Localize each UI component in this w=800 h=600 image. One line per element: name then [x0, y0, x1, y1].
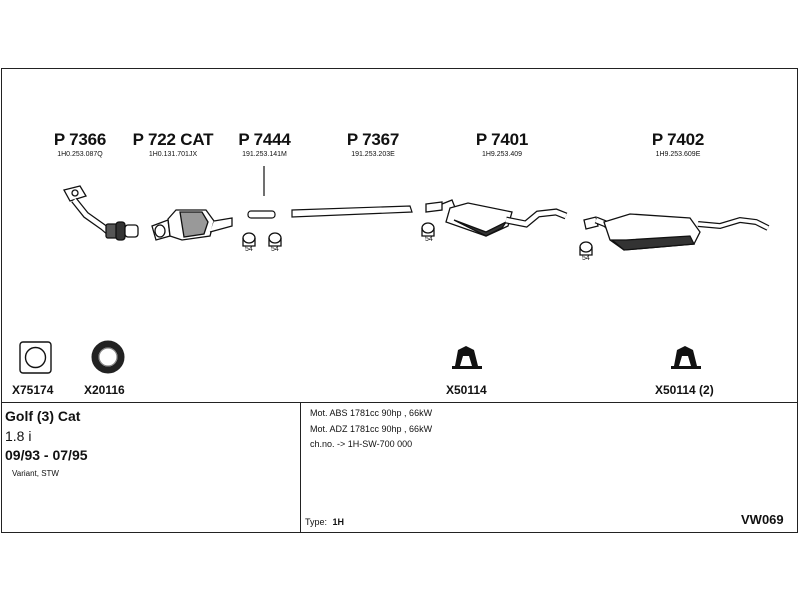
part-oem-number: 1H9.253.609E [655, 151, 701, 158]
type-value: 1H [332, 517, 345, 527]
middle-pipe-drawing[interactable] [291, 205, 413, 218]
part-p722cat[interactable]: P 722 CAT 1H0.131.701JX [118, 130, 228, 158]
diagram-code: VW069 [741, 512, 784, 527]
divider-horizontal [1, 402, 798, 403]
clamp-drawing[interactable] [242, 222, 593, 256]
part-oem-number: 191.253.141M [242, 151, 287, 158]
middle-silencer-drawing[interactable] [425, 199, 568, 237]
type-label-text: Type: [305, 517, 328, 527]
clamp-number: 54 [425, 236, 433, 243]
part-code: P 7402 [651, 130, 705, 149]
diagram-frame [1, 68, 798, 533]
part-p7402[interactable]: P 7402 1H9.253.609E [638, 130, 718, 158]
vehicle-engine: 1.8 i [5, 428, 32, 444]
gasket-ring-drawing[interactable] [91, 340, 125, 374]
clamp-number: 54 [245, 246, 253, 253]
divider-vertical [300, 402, 301, 533]
vehicle-variant: Variant, STW [12, 469, 59, 478]
accessory-label: X75174 [12, 383, 54, 397]
part-code: P 7401 [475, 130, 529, 149]
clamp-number: 54 [582, 255, 590, 262]
part-code: P 7444 [238, 130, 291, 149]
rubber-mount-drawing[interactable] [671, 346, 701, 369]
part-p7401[interactable]: P 7401 1H9.253.409 [462, 130, 542, 158]
part-p7444[interactable]: P 7444 191.253.141M [227, 130, 302, 158]
clamp-number: 54 [271, 246, 279, 253]
part-oem-number: 1H9.253.409 [481, 151, 523, 158]
part-code: P 722 CAT [132, 130, 214, 149]
catalytic-converter-drawing[interactable] [151, 209, 233, 241]
part-p7367[interactable]: P 7367 191.253.203E [333, 130, 413, 158]
part-oem-number: 1H0.253.087Q [57, 151, 103, 158]
part-p7366[interactable]: P 7366 1H0.253.087Q [40, 130, 120, 158]
part-oem-number: 191.253.203E [351, 151, 395, 158]
vehicle-years: 09/93 - 07/95 [5, 447, 88, 463]
part-oem-number: 1H0.131.701JX [148, 151, 198, 158]
rubber-mount-drawing[interactable] [452, 346, 482, 369]
front-pipe-drawing[interactable] [63, 185, 139, 241]
part-code: P 7366 [53, 130, 107, 149]
rear-silencer-drawing[interactable] [583, 213, 770, 251]
part-code: P 7367 [346, 130, 400, 149]
accessory-label: X50114 (2) [655, 383, 714, 397]
accessory-label: X50114 [446, 383, 487, 397]
chassis-number: ch.no. -> 1H-SW-700 000 [310, 439, 413, 449]
short-pipe-drawing[interactable] [247, 166, 276, 219]
gasket-square-drawing[interactable] [19, 341, 52, 374]
type-label: Type: 1H [305, 517, 344, 527]
engine-spec-line: Mot. ABS 1781cc 90hp , 66kW [310, 408, 433, 418]
accessory-label: X20116 [84, 383, 125, 397]
vehicle-model: Golf (3) Cat [5, 408, 81, 424]
engine-spec-line: Mot. ADZ 1781cc 90hp , 66kW [310, 424, 433, 434]
